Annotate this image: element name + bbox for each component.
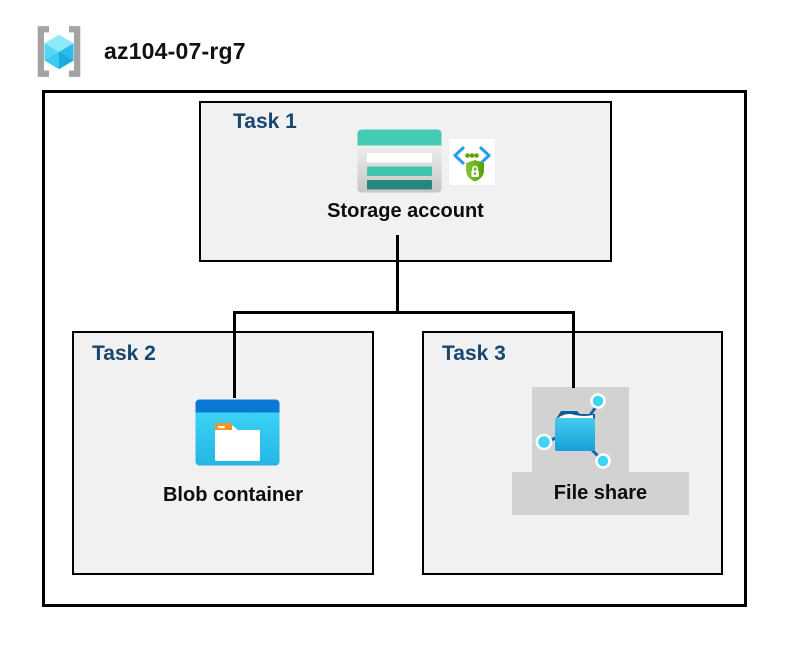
task1-label: Task 1: [233, 110, 297, 133]
storage-account-label: Storage account: [327, 200, 484, 222]
blob-container-label: Blob container: [162, 484, 303, 506]
resource-group-name: az104-07-rg7: [104, 38, 246, 64]
task2-label: Task 2: [92, 342, 156, 365]
file-share-icon-background: [532, 387, 629, 472]
task3-label: Task 3: [442, 342, 506, 365]
connector-horizontal: [233, 311, 575, 314]
blob-container-icon: [195, 399, 280, 466]
secure-access-icon: [449, 139, 495, 185]
storage-account-icon: [357, 129, 442, 193]
task3-box: File share Task 3: [422, 331, 723, 575]
task2-box: Task 2 Blob container: [72, 331, 374, 575]
resource-group-header: az104-07-rg7: [0, 0, 788, 90]
file-share-label: File share: [512, 472, 689, 515]
resource-group-icon: [37, 26, 81, 77]
task1-box: Task 1: [199, 101, 612, 262]
resource-group-boundary: [42, 90, 747, 607]
connector-storage-stem: [396, 235, 399, 313]
connector-to-blob-container: [233, 311, 236, 398]
file-share-icon: [535, 393, 611, 469]
connector-to-file-share: [572, 311, 575, 388]
